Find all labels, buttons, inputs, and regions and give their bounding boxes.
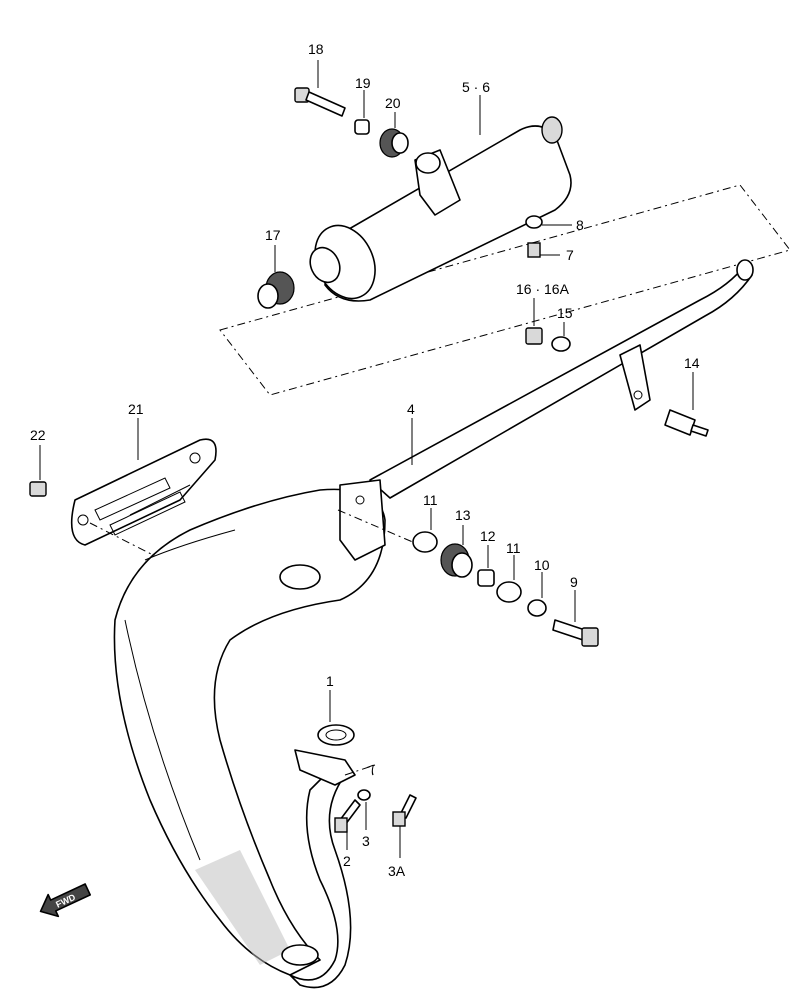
callout-22: 22 bbox=[30, 427, 46, 443]
muffler bbox=[309, 116, 572, 302]
exhaust-pipe bbox=[113, 259, 754, 989]
hardware bbox=[29, 87, 709, 833]
callout-15: 15 bbox=[557, 305, 573, 321]
callout-14: 14 bbox=[684, 355, 700, 371]
callout-19: 19 bbox=[355, 75, 371, 91]
callout-16-16a: 16 · 16A bbox=[516, 281, 570, 297]
callout-9: 9 bbox=[570, 574, 578, 590]
callout-11a: 11 bbox=[423, 492, 438, 508]
fwd-arrow: FWD bbox=[39, 883, 91, 918]
callout-3a: 3A bbox=[388, 863, 406, 879]
callout-13: 13 bbox=[455, 507, 471, 523]
leader-lines bbox=[39, 60, 694, 858]
callout-5-6: 5 · 6 bbox=[462, 79, 490, 95]
muffler-group-panel bbox=[219, 184, 791, 396]
callout-1: 1 bbox=[326, 673, 334, 689]
callout-10: 10 bbox=[534, 557, 550, 573]
callout-3: 3 bbox=[362, 833, 370, 849]
callout-21: 21 bbox=[128, 401, 144, 417]
callout-12: 12 bbox=[480, 528, 496, 544]
callout-2: 2 bbox=[343, 853, 351, 869]
callout-7b: 7 bbox=[366, 761, 379, 779]
callout-11b: 11 bbox=[506, 540, 521, 556]
callout-8: 8 bbox=[576, 217, 584, 233]
heat-guard bbox=[70, 438, 217, 546]
callouts: 18 19 20 5 · 6 17 8 7 16 · 16A 15 14 4 2… bbox=[30, 41, 700, 879]
callout-4: 4 bbox=[407, 401, 415, 417]
callout-17: 17 bbox=[265, 227, 281, 243]
callout-7: 7 bbox=[566, 247, 574, 263]
callout-20: 20 bbox=[385, 95, 401, 111]
callout-18: 18 bbox=[308, 41, 324, 57]
